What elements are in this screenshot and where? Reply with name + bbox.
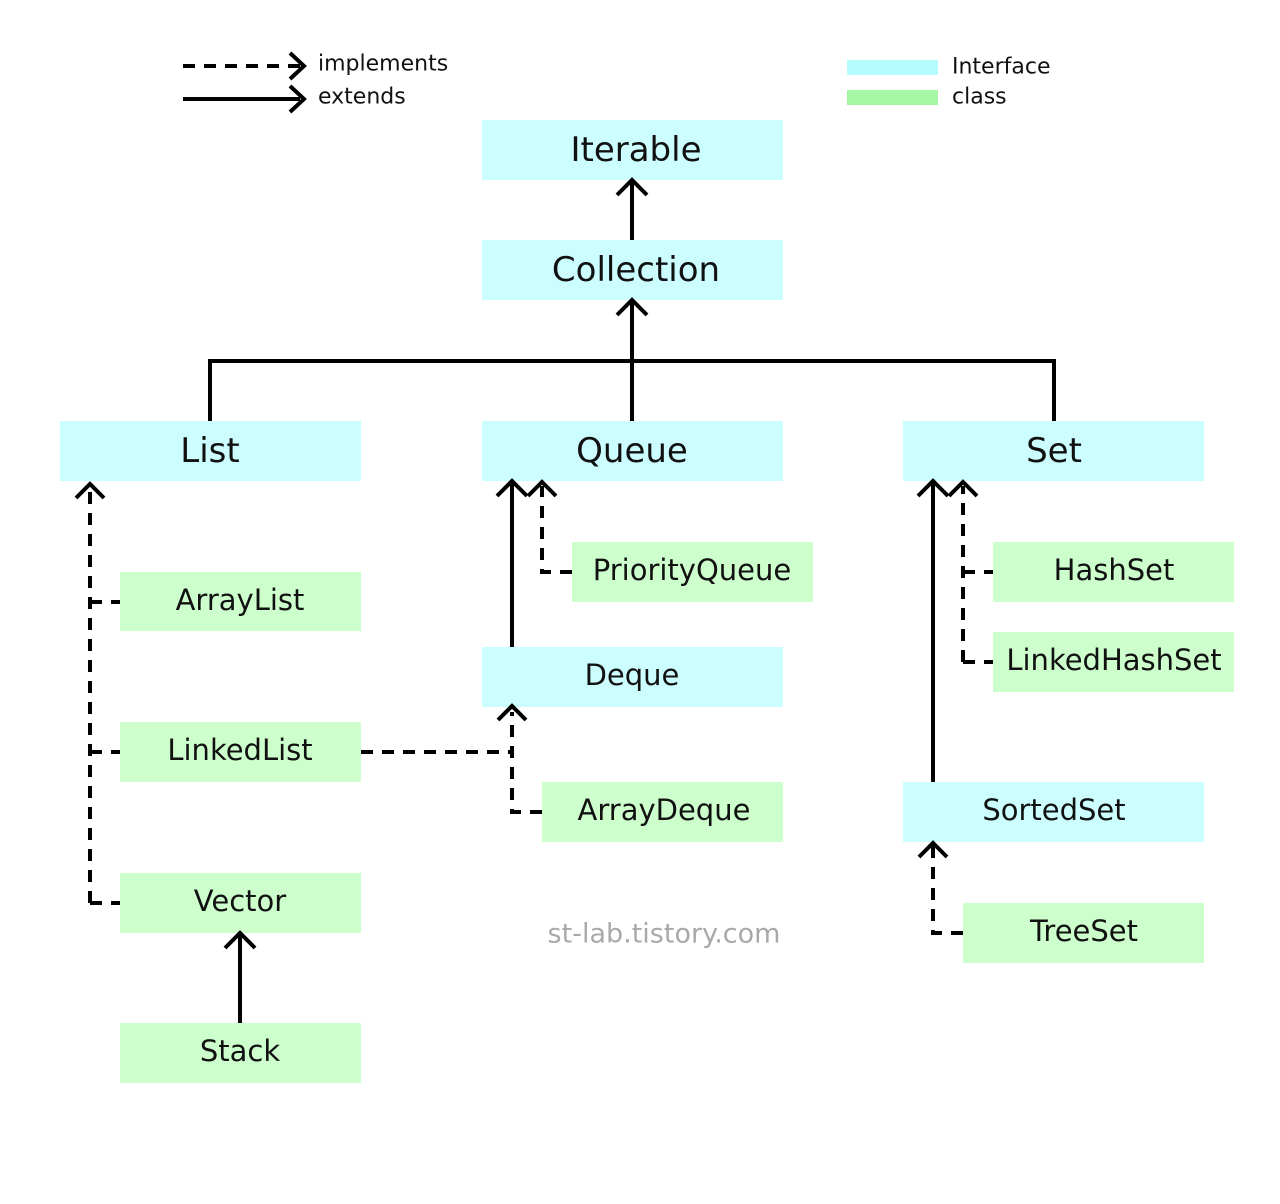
- treeset-box: [963, 903, 1204, 963]
- legend-class-swatch: [847, 90, 938, 105]
- collection-box: [482, 240, 783, 300]
- extends-connectors: [208, 177, 1056, 1023]
- priorityqueue-implements-line: [540, 486, 572, 574]
- legend-extends-label: extends: [318, 85, 406, 110]
- arraydeque-box: [542, 782, 783, 842]
- watermark-text: st-lab.tistory.com: [548, 919, 781, 950]
- queue-box: [482, 421, 783, 481]
- boxes: Iterable Collection List Queue Set Array…: [60, 120, 1234, 1083]
- implements-connectors: [74, 479, 993, 935]
- sortedset-label: SortedSet: [982, 793, 1125, 827]
- legend: implements extends Interface class: [183, 51, 1051, 114]
- treeset-implements-line: [931, 846, 963, 935]
- iterable-arrowhead: [615, 177, 649, 197]
- deque-arrowhead: [496, 703, 528, 722]
- set-arrowhead-hashset: [947, 479, 979, 498]
- vector-box: [120, 873, 361, 933]
- vector-arrowhead: [223, 930, 257, 950]
- sortedset-arrowhead: [917, 840, 949, 859]
- set-box: [903, 421, 1204, 481]
- legend-implements-label: implements: [318, 52, 448, 77]
- deque-label: Deque: [585, 658, 680, 692]
- hashset-label: HashSet: [1054, 553, 1175, 587]
- stack-label: Stack: [200, 1034, 280, 1068]
- queue-arrowhead-priorityqueue: [526, 479, 558, 498]
- set-arrowhead-sortedset: [916, 478, 950, 498]
- set-label: Set: [1026, 431, 1082, 471]
- queue-label: Queue: [576, 431, 688, 471]
- arraydeque-implements-line: [510, 712, 542, 814]
- vector-label: Vector: [194, 884, 286, 918]
- iterable-box: [482, 120, 783, 180]
- hashset-box: [993, 542, 1234, 602]
- collection-arrowhead: [615, 297, 649, 317]
- treeset-label: TreeSet: [1029, 914, 1138, 948]
- legend-implements-arrowhead: [288, 51, 307, 81]
- collection-label: Collection: [552, 250, 720, 290]
- linkedlist-box: [120, 722, 361, 782]
- linkedhashset-box: [993, 632, 1234, 692]
- priorityqueue-label: PriorityQueue: [593, 553, 791, 587]
- priorityqueue-box: [572, 542, 813, 602]
- legend-interface-swatch: [847, 60, 938, 75]
- linkedhashset-label: LinkedHashSet: [1006, 643, 1221, 677]
- stack-box: [120, 1023, 361, 1083]
- list-box: [60, 421, 361, 481]
- linkedlist-label: LinkedList: [167, 733, 312, 767]
- arraydeque-label: ArrayDeque: [578, 793, 751, 827]
- list-label: List: [180, 431, 239, 471]
- sortedset-box: [903, 782, 1204, 842]
- legend-class-label: class: [952, 85, 1007, 110]
- arraylist-label: ArrayList: [176, 583, 305, 617]
- legend-extends-arrowhead: [288, 84, 307, 114]
- arraylist-box: [120, 572, 361, 631]
- legend-interface-label: Interface: [952, 55, 1051, 80]
- queue-arrowhead-deque: [495, 478, 529, 498]
- deque-box: [482, 647, 783, 707]
- list-arrowhead: [74, 481, 106, 500]
- iterable-label: Iterable: [570, 130, 701, 170]
